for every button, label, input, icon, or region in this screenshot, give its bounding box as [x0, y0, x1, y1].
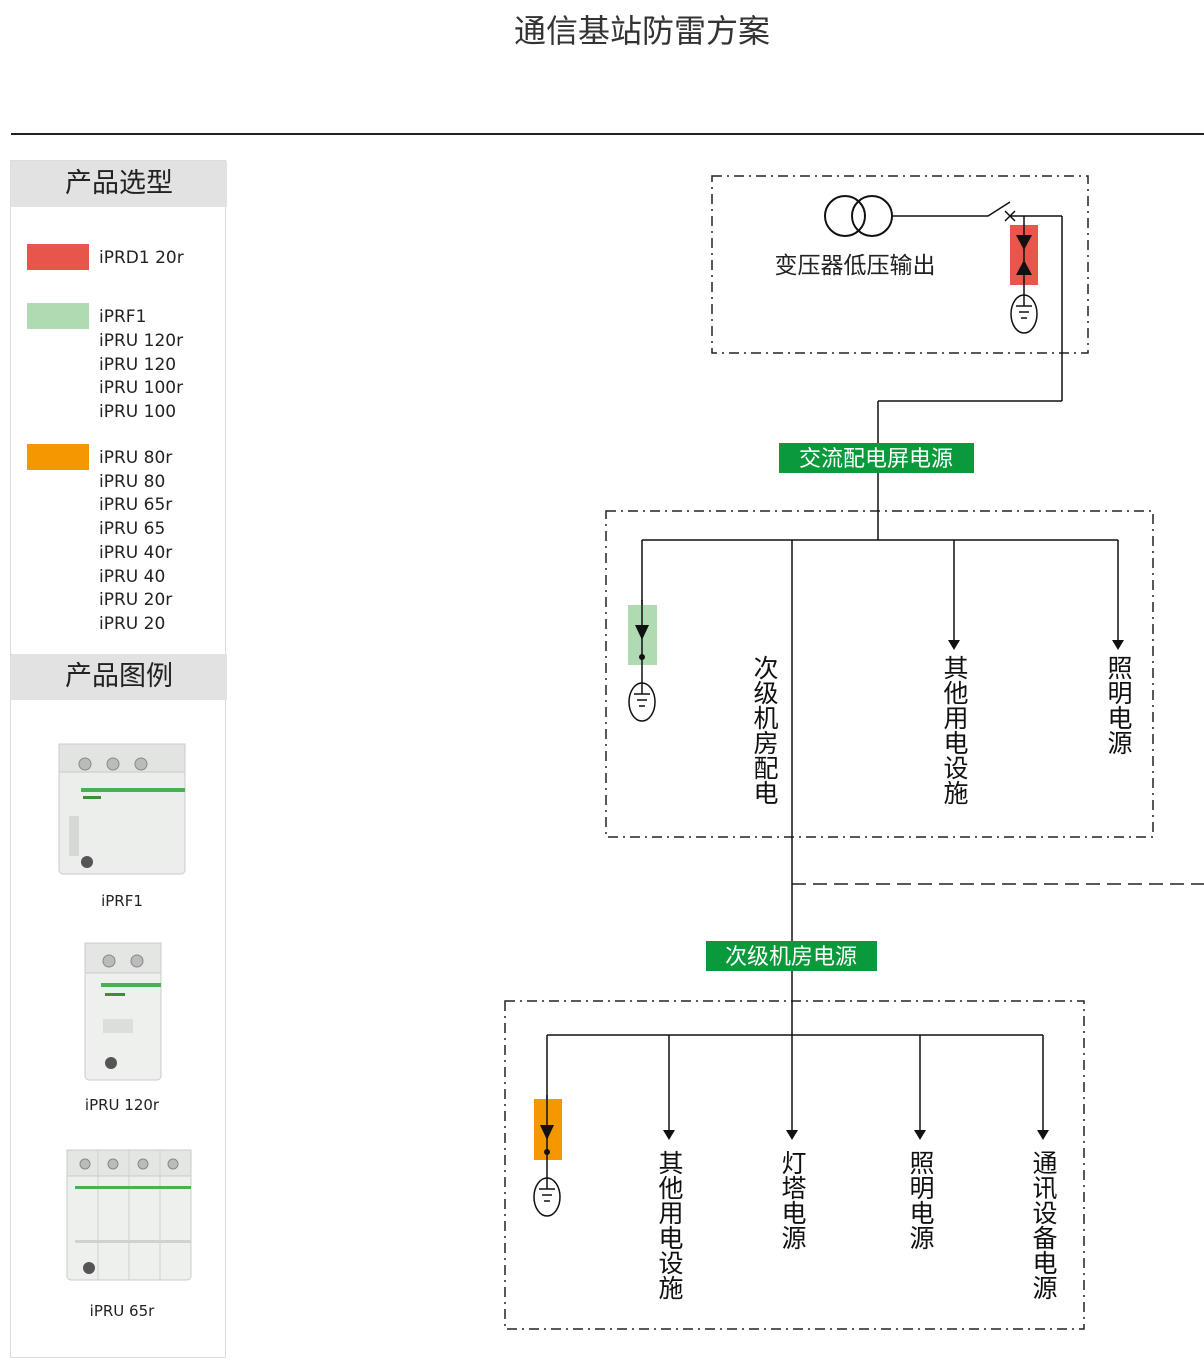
legend-item: iPRU 120r: [99, 331, 184, 351]
product-caption: iPRU 65r: [89, 1302, 155, 1320]
legend-swatch-orange: [27, 444, 89, 470]
load-label-other-facilities: 其他用电设施: [940, 655, 969, 805]
load-label-other-facilities: 其他用电设施: [655, 1150, 684, 1300]
legend-swatch-green: [27, 303, 89, 329]
ac-panel-box: [605, 510, 1154, 838]
title-divider: [11, 133, 1204, 135]
secondary-badge: [706, 941, 877, 971]
legend-item: iPRU 100: [99, 402, 177, 422]
load-label-lighting: 照明电源: [906, 1150, 935, 1250]
legend-item: iPRU 40: [99, 567, 166, 587]
ground-icon: [533, 1177, 561, 1217]
product-image-ipru-120r: [84, 942, 162, 1081]
legend-item: iPRU 20: [99, 614, 166, 634]
legend-item: iPRU 20r: [99, 590, 173, 610]
load-label-telecom: 通讯设备电源: [1029, 1150, 1058, 1300]
legend-item: iPRF1: [99, 307, 147, 327]
legend-swatch-red: [27, 244, 89, 270]
legend-item: iPRU 80r: [99, 448, 173, 468]
selection-header: 产品选型: [11, 161, 227, 207]
legend-item: iPRU 40r: [99, 543, 173, 563]
legend-item: iPRU 100r: [99, 378, 184, 398]
legend-item: iPRU 120: [99, 355, 177, 375]
ac-panel-badge-label: 交流配电屏电源: [799, 447, 953, 472]
legend-item: iPRU 65: [99, 519, 166, 539]
transformer-icon: [824, 195, 893, 237]
product-image-iprf1: [58, 743, 186, 875]
load-label-secondary-room: 次级机房配电: [750, 655, 779, 805]
ac-panel-badge: [779, 443, 974, 473]
product-image-ipru-65r: [66, 1149, 192, 1281]
secondary-badge-label: 次级机房电源: [725, 945, 857, 970]
ground-icon: [1010, 294, 1038, 334]
legend-item: iPRD1 20r: [99, 248, 184, 268]
secondary-room-box: [504, 1000, 1085, 1330]
ground-icon: [628, 682, 656, 722]
legend-item: iPRU 65r: [99, 495, 173, 515]
transformer-box: [711, 175, 1089, 354]
legend-item: iPRU 80: [99, 472, 166, 492]
transformer-output-line: [892, 201, 1011, 217]
sidebar: 产品选型 iPRD1 20r iPRF1 iPRU 120r iPRU 120 …: [10, 160, 227, 1358]
page-title: 通信基站防雷方案: [513, 12, 770, 50]
gallery-header: 产品图例: [11, 654, 227, 700]
product-caption: iPRU 120r: [84, 1096, 160, 1114]
transformer-label: 变压器低压输出: [775, 253, 936, 279]
load-label-tower: 灯塔电源: [778, 1150, 807, 1250]
load-label-lighting: 照明电源: [1104, 655, 1133, 755]
product-caption: iPRF1: [101, 892, 143, 910]
